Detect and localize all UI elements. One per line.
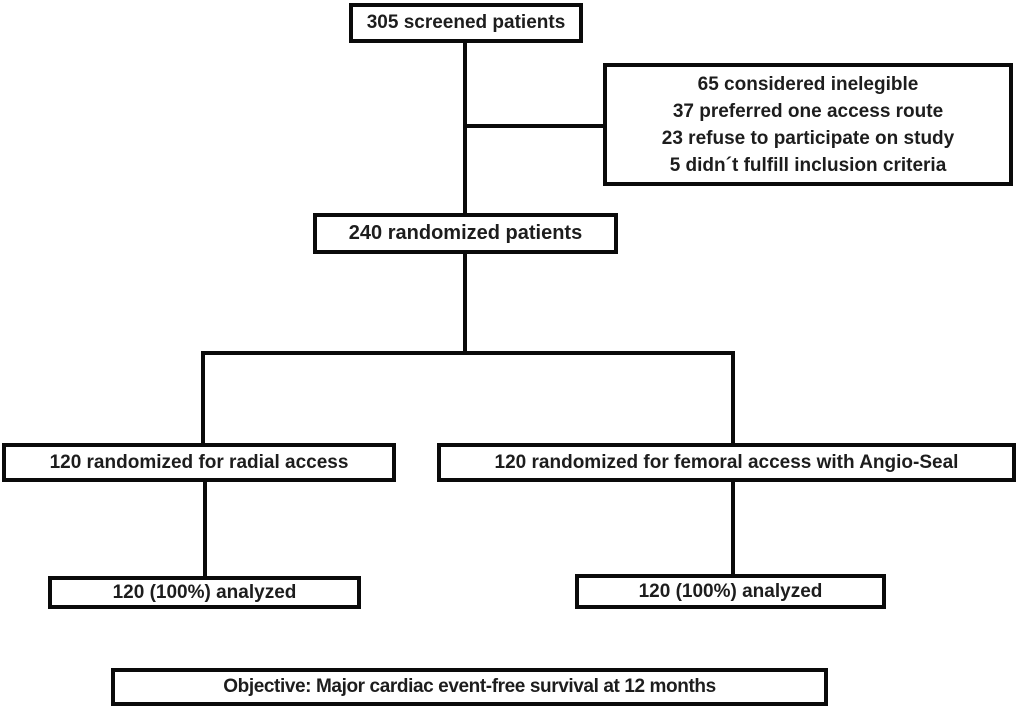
box-radial-analyzed: 120 (100%) analyzed	[48, 576, 361, 609]
randomized-patients-label: 240 randomized patients	[348, 222, 583, 244]
femoral-analyzed-label: 120 (100%) analyzed	[638, 580, 823, 602]
radial-analyzed-label: 120 (100%) analyzed	[112, 581, 297, 603]
excluded-line-ineligible: 65 considered inelegible	[697, 73, 919, 95]
connector-randomized-to-branch	[463, 253, 467, 355]
screened-patients-label: 305 screened patients	[366, 12, 566, 33]
femoral-arm-label: 120 randomized for femoral access with A…	[494, 451, 959, 473]
box-screened-patients: 305 screened patients	[349, 3, 583, 43]
branch-horizontal-line	[201, 351, 735, 355]
box-radial-arm: 120 randomized for radial access	[2, 443, 396, 482]
box-femoral-arm: 120 randomized for femoral access with A…	[437, 443, 1016, 482]
connector-to-excluded	[465, 124, 607, 128]
excluded-line-refused: 23 refuse to participate on study	[661, 127, 955, 149]
excluded-line-not-fulfill: 5 didn´t fulfill inclusion criteria	[669, 154, 947, 176]
box-femoral-analyzed: 120 (100%) analyzed	[575, 574, 886, 609]
box-randomized-patients: 240 randomized patients	[313, 213, 618, 254]
objective-label: Objective: Major cardiac event-free surv…	[223, 676, 716, 697]
connector-femoral-to-analyzed	[731, 481, 735, 576]
connector-screened-to-randomized	[463, 42, 467, 214]
box-excluded-patients: 65 considered inelegible 37 preferred on…	[603, 63, 1013, 186]
branch-left-drop-line	[201, 351, 205, 444]
excluded-line-preferred: 37 preferred one access route	[672, 100, 944, 122]
radial-arm-label: 120 randomized for radial access	[49, 451, 349, 473]
branch-right-drop-line	[731, 351, 735, 444]
box-objective: Objective: Major cardiac event-free surv…	[111, 668, 828, 706]
connector-radial-to-analyzed	[203, 481, 207, 577]
